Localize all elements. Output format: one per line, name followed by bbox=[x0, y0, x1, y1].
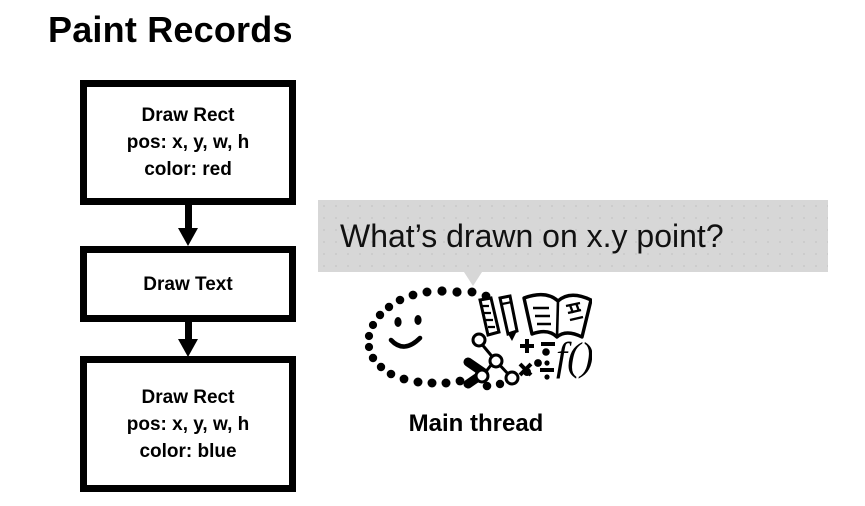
record-line: Draw Text bbox=[143, 273, 233, 295]
paint-record-box-draw-text: Draw Text bbox=[80, 246, 296, 322]
arrow-shaft bbox=[185, 322, 192, 340]
tree-graph-icon bbox=[471, 332, 520, 386]
arrow-head bbox=[178, 339, 198, 357]
speech-bubble-tail bbox=[464, 272, 482, 286]
function-fx-icon: f() bbox=[556, 334, 592, 379]
open-book-icon bbox=[522, 292, 592, 339]
record-line: Draw Rect bbox=[141, 105, 235, 126]
page-title: Paint Records bbox=[48, 9, 293, 50]
speech-bubble-text: What’s drawn on x.y point? bbox=[340, 218, 724, 254]
record-line: color: red bbox=[144, 159, 232, 180]
pencil-icon bbox=[498, 294, 519, 341]
paint-record-box-draw-rect-blue: Draw Rect pos: x, y, w, h color: blue bbox=[80, 356, 296, 492]
record-line: Draw Rect bbox=[141, 386, 235, 408]
svg-text:f(): f() bbox=[556, 334, 592, 379]
math-operators-icon bbox=[518, 339, 555, 380]
speech-bubble: What’s drawn on x.y point? bbox=[318, 200, 828, 272]
ruler-icon bbox=[478, 296, 501, 337]
arrow-head bbox=[178, 228, 198, 246]
main-thread-label: Main thread bbox=[408, 410, 544, 437]
record-line: color: blue bbox=[139, 440, 237, 462]
dotted-oval-icon bbox=[364, 286, 550, 391]
flow-arrow-down-icon bbox=[178, 322, 198, 357]
main-thread-illustration: f() bbox=[360, 284, 592, 406]
paint-record-box-draw-rect-red: Draw Rect pos: x, y, w, h color: red bbox=[80, 80, 296, 205]
arrow-shaft bbox=[185, 205, 192, 229]
smiley-face-icon bbox=[388, 315, 423, 349]
flow-arrow-down-icon bbox=[178, 205, 198, 246]
record-line: pos: x, y, w, h bbox=[126, 132, 250, 153]
record-line: pos: x, y, w, h bbox=[126, 413, 250, 435]
